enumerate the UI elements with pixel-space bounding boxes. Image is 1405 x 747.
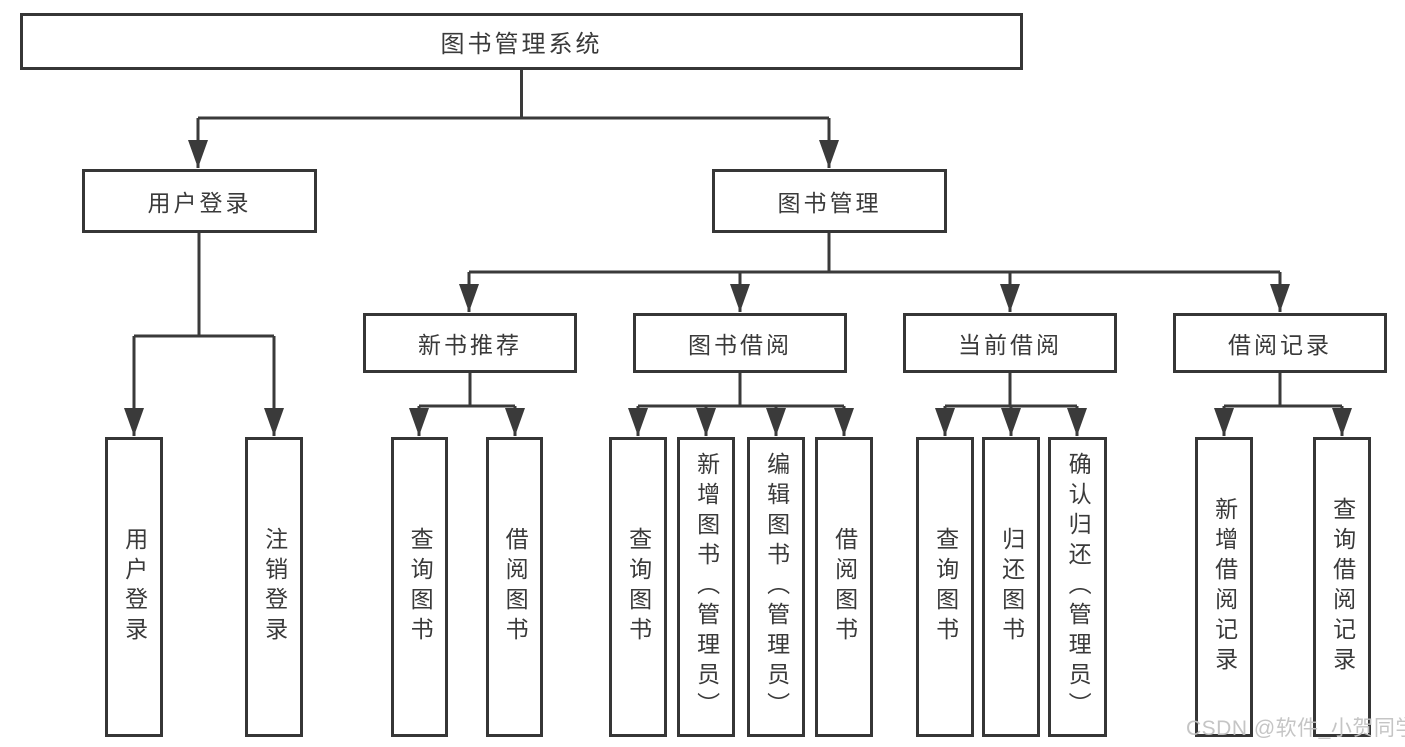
node-book-management: 图书管理 — [712, 169, 947, 233]
leaf-newrec-borrow-book: 借阅图书 — [486, 437, 543, 737]
leaf-newrec-borrow-book-label: 借阅图书 — [502, 527, 529, 647]
leaf-borrow-query-book-label: 查询图书 — [625, 527, 652, 647]
node-root-system: 图书管理系统 — [20, 13, 1023, 70]
leaf-current-return-book: 归还图书 — [982, 437, 1040, 737]
leaf-current-confirm-return-admin-label: 确认归还（管理员） — [1065, 452, 1092, 722]
leaf-user-login: 用户登录 — [105, 437, 163, 737]
leaf-borrow-edit-book-admin-label: 编辑图书（管理员） — [763, 452, 790, 722]
leaf-current-query-book: 查询图书 — [916, 437, 974, 737]
node-current-borrow: 当前借阅 — [903, 313, 1117, 373]
node-user-login: 用户登录 — [82, 169, 317, 233]
node-book-borrow: 图书借阅 — [633, 313, 847, 373]
leaf-borrow-edit-book-admin: 编辑图书（管理员） — [747, 437, 805, 737]
node-borrow-records-label: 借阅记录 — [1228, 332, 1332, 358]
leaf-logout: 注销登录 — [245, 437, 303, 737]
watermark: CSDN @软件_小贺同学 — [1186, 717, 1405, 740]
leaf-borrow-query-book: 查询图书 — [609, 437, 667, 737]
leaf-current-query-book-label: 查询图书 — [932, 527, 959, 647]
leaf-borrow-add-book-admin: 新增图书（管理员） — [677, 437, 735, 737]
node-book-borrow-label: 图书借阅 — [688, 332, 792, 358]
leaf-user-login-label: 用户登录 — [121, 527, 148, 647]
node-new-book-recommend-label: 新书推荐 — [418, 332, 522, 358]
node-user-login-label: 用户登录 — [147, 190, 252, 216]
leaf-current-confirm-return-admin: 确认归还（管理员） — [1048, 437, 1107, 737]
node-borrow-records: 借阅记录 — [1173, 313, 1387, 373]
leaf-logout-label: 注销登录 — [261, 527, 288, 647]
leaf-newrec-query-book-label: 查询图书 — [407, 527, 434, 647]
node-book-management-label: 图书管理 — [777, 190, 882, 216]
node-root-label: 图书管理系统 — [440, 31, 603, 58]
leaf-current-return-book-label: 归还图书 — [998, 527, 1025, 647]
leaf-borrow-borrow-book-label: 借阅图书 — [831, 527, 858, 647]
leaf-borrow-borrow-book: 借阅图书 — [815, 437, 873, 737]
leaf-records-query-record: 查询借阅记录 — [1313, 437, 1371, 737]
node-new-book-recommend: 新书推荐 — [363, 313, 577, 373]
leaf-newrec-query-book: 查询图书 — [391, 437, 448, 737]
leaf-records-add-record: 新增借阅记录 — [1195, 437, 1253, 737]
node-current-borrow-label: 当前借阅 — [958, 332, 1062, 358]
leaf-records-query-record-label: 查询借阅记录 — [1329, 497, 1356, 677]
leaf-records-add-record-label: 新增借阅记录 — [1211, 497, 1238, 677]
leaf-borrow-add-book-admin-label: 新增图书（管理员） — [693, 452, 720, 722]
